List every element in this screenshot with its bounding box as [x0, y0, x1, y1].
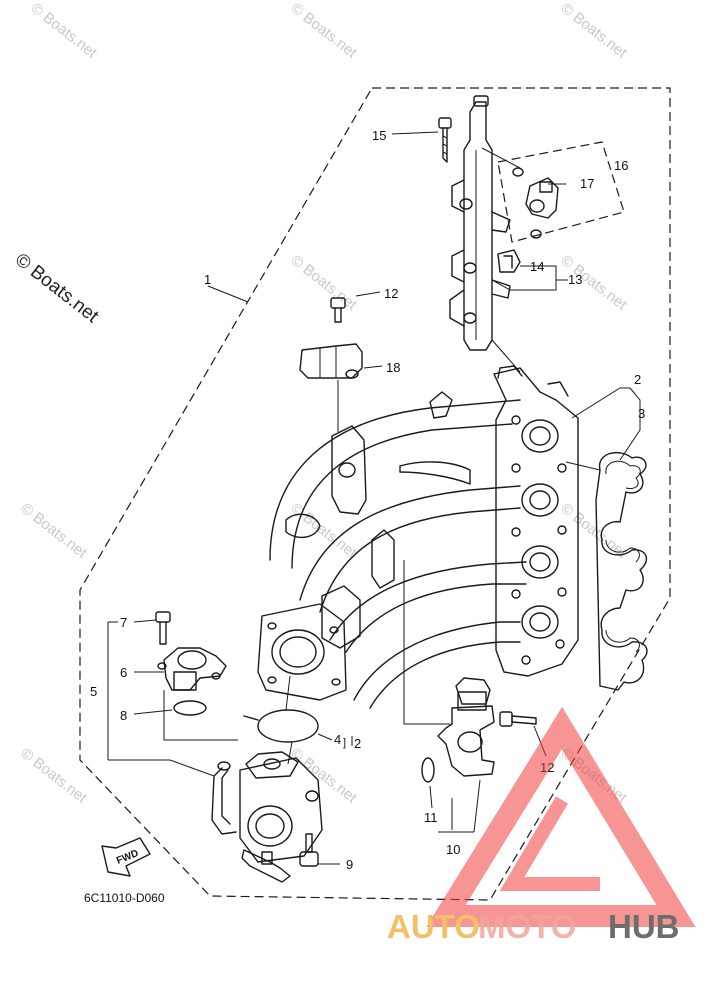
callout-6: 6 [120, 665, 127, 680]
fuel-rail [449, 95, 511, 351]
callout-4: 4 [334, 732, 341, 747]
throttle-body [211, 751, 323, 883]
clip [497, 249, 521, 273]
assembly-boundary [79, 87, 671, 901]
throttle-bolt [299, 833, 319, 867]
callout-8: 8 [120, 708, 127, 723]
watermark: © Boats.net [28, 0, 101, 62]
callout-9: 9 [346, 857, 353, 872]
gasket-tab [243, 715, 259, 721]
callout-1: 1 [204, 272, 211, 287]
side-watermark: © Boats.net [11, 249, 103, 327]
watermark: © Boats.net [18, 500, 91, 562]
idle-control-valve [421, 677, 537, 783]
intake-manifold [269, 391, 527, 709]
brand-moto: MOTO [478, 908, 576, 945]
callout-5: 5 [90, 684, 97, 699]
callout-15: 15 [372, 128, 386, 143]
throttle-gasket [257, 709, 319, 743]
callout-11: 11 [424, 810, 438, 825]
fwd-label: FWD [115, 848, 140, 867]
manifold-flange [257, 603, 347, 701]
callout-2-upper: 2 [634, 372, 641, 387]
fwd-arrow-icon: FWD [101, 837, 151, 877]
callout-17: 17 [580, 176, 594, 191]
callout-12-upper: 12 [384, 286, 398, 301]
callout-13: 13 [568, 272, 582, 287]
watermark: © Boats.net [558, 0, 631, 62]
callout-14: 14 [530, 259, 544, 274]
callout-18: 18 [386, 360, 400, 375]
watermark: © Boats.net [288, 252, 361, 314]
injector-set [497, 141, 625, 243]
callout-7: 7 [120, 615, 127, 630]
callout-10: 10 [446, 842, 460, 857]
watermark: © Boats.net [288, 745, 361, 807]
automotohub-logo: AUTO MOTO HUB [387, 706, 696, 945]
rail-bolt [438, 117, 452, 163]
logo-triangle [426, 706, 696, 927]
sensor [299, 297, 363, 379]
callout-16: 16 [614, 158, 628, 173]
head-flange [493, 365, 579, 677]
watermark: © Boats.net [288, 0, 361, 62]
manifold-gasket [595, 451, 648, 691]
diagram-code: 6C11010-D060 [84, 891, 165, 905]
watermark: © Boats.net [18, 745, 91, 807]
callout-3: 3 [638, 406, 645, 421]
throttle-position-sensor [155, 611, 227, 716]
brand-auto: AUTO [387, 908, 480, 945]
watermark-layer: © Boats.net © Boats.net © Boats.net © Bo… [18, 0, 631, 807]
leader-lines [107, 131, 641, 865]
brand-hub: HUB [608, 908, 680, 945]
callout-2-lower: 2 [354, 736, 361, 751]
bracket-mark: ] [343, 737, 346, 749]
logo-inner-mark [499, 796, 600, 891]
